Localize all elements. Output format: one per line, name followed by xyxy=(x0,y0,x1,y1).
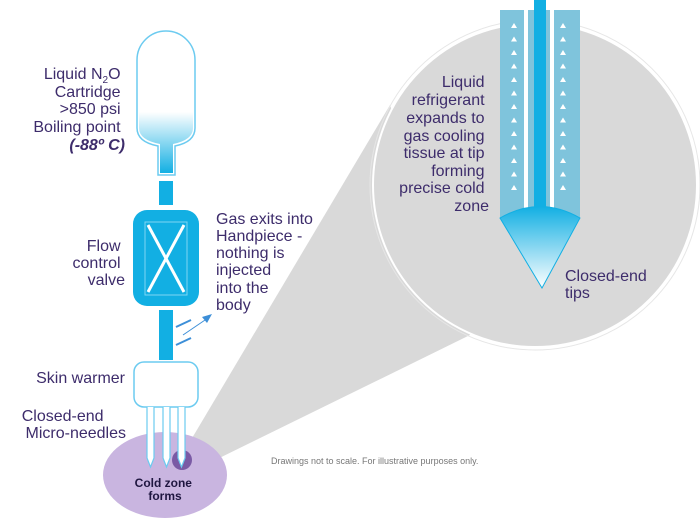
tube-upper xyxy=(159,181,173,205)
up-arrow-icon xyxy=(511,63,517,69)
up-arrow-icon xyxy=(511,117,517,123)
up-arrow-icon xyxy=(560,185,566,190)
up-arrow-icon xyxy=(511,144,517,150)
up-arrow-icon xyxy=(560,158,566,163)
cold-zone-label: Cold zone forms xyxy=(135,476,196,503)
up-arrow-icon xyxy=(560,23,566,28)
valve-label: Flow control valve xyxy=(73,238,126,289)
up-arrow-icon xyxy=(560,77,566,82)
up-arrow-icon xyxy=(511,90,517,96)
cold-zone xyxy=(103,432,227,518)
micro-needles-label: Closed-end Micro-needles xyxy=(22,408,126,442)
up-arrow-icon xyxy=(511,23,517,28)
up-arrow-icon xyxy=(560,36,566,42)
cartridge-label: Liquid N2O Cartridge >850 psi Boiling po… xyxy=(33,66,125,154)
up-arrow-icon xyxy=(511,171,517,177)
gas-exit-arrow xyxy=(175,314,212,346)
up-arrow-icon xyxy=(511,104,517,109)
footnote: Drawings not to scale. For illustrative … xyxy=(271,456,478,466)
micro-needles xyxy=(146,407,186,469)
up-arrow-icon xyxy=(511,158,517,163)
up-arrow-icon xyxy=(560,50,566,55)
up-arrow-icon xyxy=(560,171,566,177)
gas-flow-arrows xyxy=(511,23,566,190)
skin-warmer-label: Skin warmer xyxy=(36,370,126,387)
up-arrow-icon xyxy=(560,144,566,150)
flow-control-valve xyxy=(133,210,199,306)
up-arrow-icon xyxy=(511,185,517,190)
refrigerant-label: Liquid refrigerant expands to gas coolin… xyxy=(399,74,489,215)
up-arrow-icon xyxy=(560,90,566,96)
skin-warmer xyxy=(133,361,199,408)
up-arrow-icon xyxy=(560,104,566,109)
gas-exit-label: Gas exits into Handpiece - nothing is in… xyxy=(216,211,317,314)
needle-detail xyxy=(499,0,581,290)
n2o-cartridge xyxy=(136,30,196,176)
up-arrow-icon xyxy=(511,77,517,82)
up-arrow-icon xyxy=(511,36,517,42)
up-arrow-icon xyxy=(511,131,517,136)
up-arrow-icon xyxy=(560,117,566,123)
closed-end-tips-label: Closed-end tips xyxy=(565,268,651,302)
up-arrow-icon xyxy=(511,50,517,55)
up-arrow-icon xyxy=(560,131,566,136)
up-arrow-icon xyxy=(560,63,566,69)
tube-lower xyxy=(159,310,173,360)
